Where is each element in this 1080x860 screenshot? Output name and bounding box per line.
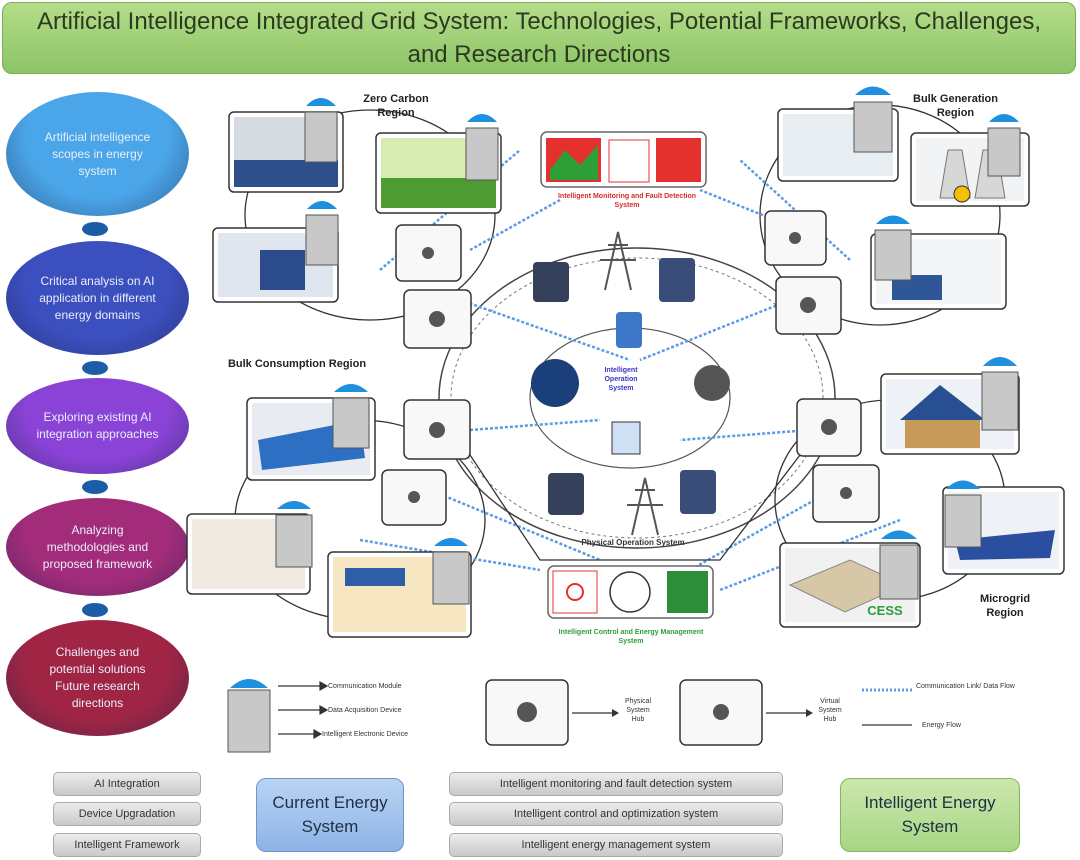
zero-carbon-label: Zero Carbon Region	[363, 93, 429, 119]
energy-management-icon	[667, 571, 708, 613]
fault-icon	[656, 138, 701, 182]
bulk-consumption-label: Bulk Consumption Region	[227, 358, 367, 370]
inner-grid-ring	[450, 257, 824, 539]
legend-device-icon	[227, 689, 271, 753]
step-challenges: Challenges and potential solutions Futur…	[6, 620, 189, 736]
step-methodologies: Analyzing methodologies and proposed fra…	[6, 498, 189, 596]
transmission-tower-icon	[600, 231, 636, 291]
transformer-icon	[533, 262, 569, 302]
cess-label: CESS	[867, 603, 903, 618]
transmission-tower-icon	[627, 477, 663, 536]
output-energy-management: Intelligent energy management system	[449, 833, 783, 857]
step-integration-approaches: Exploring existing AI integration approa…	[6, 378, 189, 474]
transformer-icon	[659, 258, 695, 302]
report-icon	[608, 139, 650, 183]
bulk-generation-label: Bulk Generation Region	[913, 93, 998, 119]
operation-system-label: Intelligent Operation System	[604, 367, 638, 392]
legend-communication-module: Communication Module	[328, 683, 402, 690]
step-label: Critical analysis on AI application in d…	[39, 273, 156, 322]
control-gear-icon	[609, 571, 651, 613]
title-banner: Artificial Intelligence Integrated Grid …	[2, 2, 1076, 74]
output-control: Intelligent control and optimization sys…	[449, 802, 783, 826]
page-title: Artificial Intelligence Integrated Grid …	[36, 8, 1042, 68]
database-icon	[616, 312, 642, 348]
legend-virtual-hub: Virtual System Hub	[818, 698, 842, 723]
monitoring-system-label: Intelligent Monitoring and Fault Detecti…	[557, 193, 697, 209]
legend-arrows	[278, 680, 329, 740]
intelligent-energy-system: Intelligent Energy System	[840, 778, 1020, 852]
location-icon	[552, 570, 598, 614]
step-label: Analyzing methodologies and proposed fra…	[42, 522, 153, 571]
current-energy-system: Current Energy System	[256, 778, 404, 852]
analytics-icon	[611, 421, 641, 455]
input-intelligent-framework: Intelligent Framework	[53, 833, 201, 857]
legend-comm-link: Communication Link/ Data Flow	[916, 683, 1015, 690]
outer-grid-ring	[438, 247, 836, 549]
ai-brain-icon	[531, 359, 579, 407]
physical-operation-label: Physical Operation System	[581, 538, 685, 547]
microgrid-label: Microgrid Region	[979, 593, 1031, 619]
step-critical-analysis: Critical analysis on AI application in d…	[6, 241, 189, 355]
step-label: Challenges and potential solutions Futur…	[49, 645, 146, 710]
neural-network-icon	[694, 365, 730, 401]
grid-diagram	[186, 86, 1065, 753]
hub-nodes	[408, 232, 852, 503]
step-ai-scopes: Artificial intelligence scopes in energy…	[6, 92, 189, 216]
step-connector	[82, 480, 108, 494]
legend-data-acquisition: Data Acquisition Device	[328, 707, 402, 714]
input-ai-integration: AI Integration	[53, 772, 201, 796]
legend-wifi-icon	[230, 679, 268, 688]
input-device-upgradation: Device Upgradation	[53, 802, 201, 826]
zero-carbon-arc	[244, 109, 496, 321]
legend-intelligent-device: Intelligent Electronic Device	[322, 731, 408, 738]
communication-modules	[275, 86, 1021, 605]
step-connector	[82, 603, 108, 617]
output-monitoring: Intelligent monitoring and fault detecti…	[449, 772, 783, 796]
transformer-icon	[548, 473, 584, 515]
step-label: Exploring existing AI integration approa…	[36, 410, 159, 441]
step-label: Artificial intelligence scopes in energy…	[44, 129, 151, 178]
legend-physical-hub: Physical System Hub	[624, 698, 652, 723]
physical-operation-frame	[469, 454, 801, 561]
control-system-label: Intelligent Control and Energy Managemen…	[558, 629, 704, 645]
transformer-icon	[680, 470, 716, 514]
step-connector	[82, 361, 108, 375]
legend-energy-flow: Energy Flow	[922, 722, 961, 729]
step-connector	[82, 222, 108, 236]
